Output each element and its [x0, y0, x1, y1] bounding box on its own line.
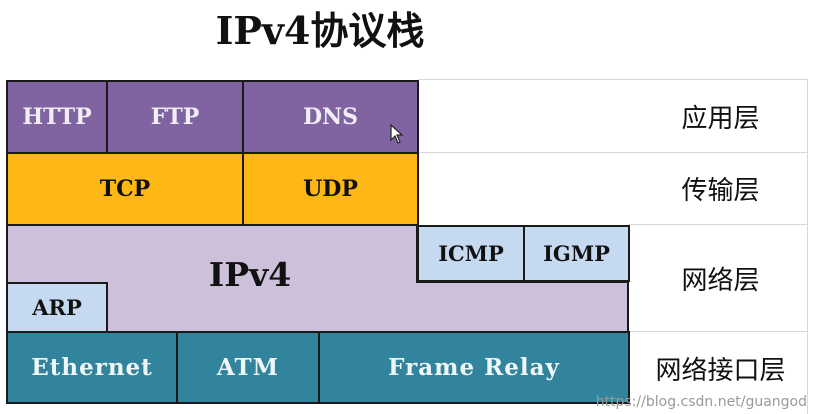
- layer-label-link: 网络接口层: [655, 355, 786, 386]
- protocol-ethernet: Ethernet: [6, 331, 178, 404]
- protocol-atm: ATM: [176, 331, 320, 404]
- protocol-icmp: ICMP: [417, 225, 525, 282]
- grid-line: [628, 331, 808, 332]
- watermark-url: https://blog.csdn.net/guangod: [595, 394, 807, 410]
- grid-line: [418, 79, 808, 80]
- layer-label-network: 网络层: [681, 265, 760, 296]
- mouse-cursor-icon: [390, 124, 404, 144]
- protocol-ftp: FTP: [106, 80, 244, 154]
- protocol-igmp: IGMP: [523, 225, 630, 282]
- protocol-frame-relay: Frame Relay: [318, 331, 630, 404]
- diagram-title: IPv4协议栈: [215, 8, 425, 53]
- protocol-ipv4: IPv4: [208, 255, 292, 294]
- layer-label-application: 应用层: [681, 103, 760, 134]
- grid-line: [628, 224, 808, 225]
- protocol-arp: ARP: [6, 282, 108, 333]
- layer-label-transport: 传输层: [681, 175, 760, 206]
- grid-line: [807, 79, 808, 414]
- grid-line: [418, 152, 808, 153]
